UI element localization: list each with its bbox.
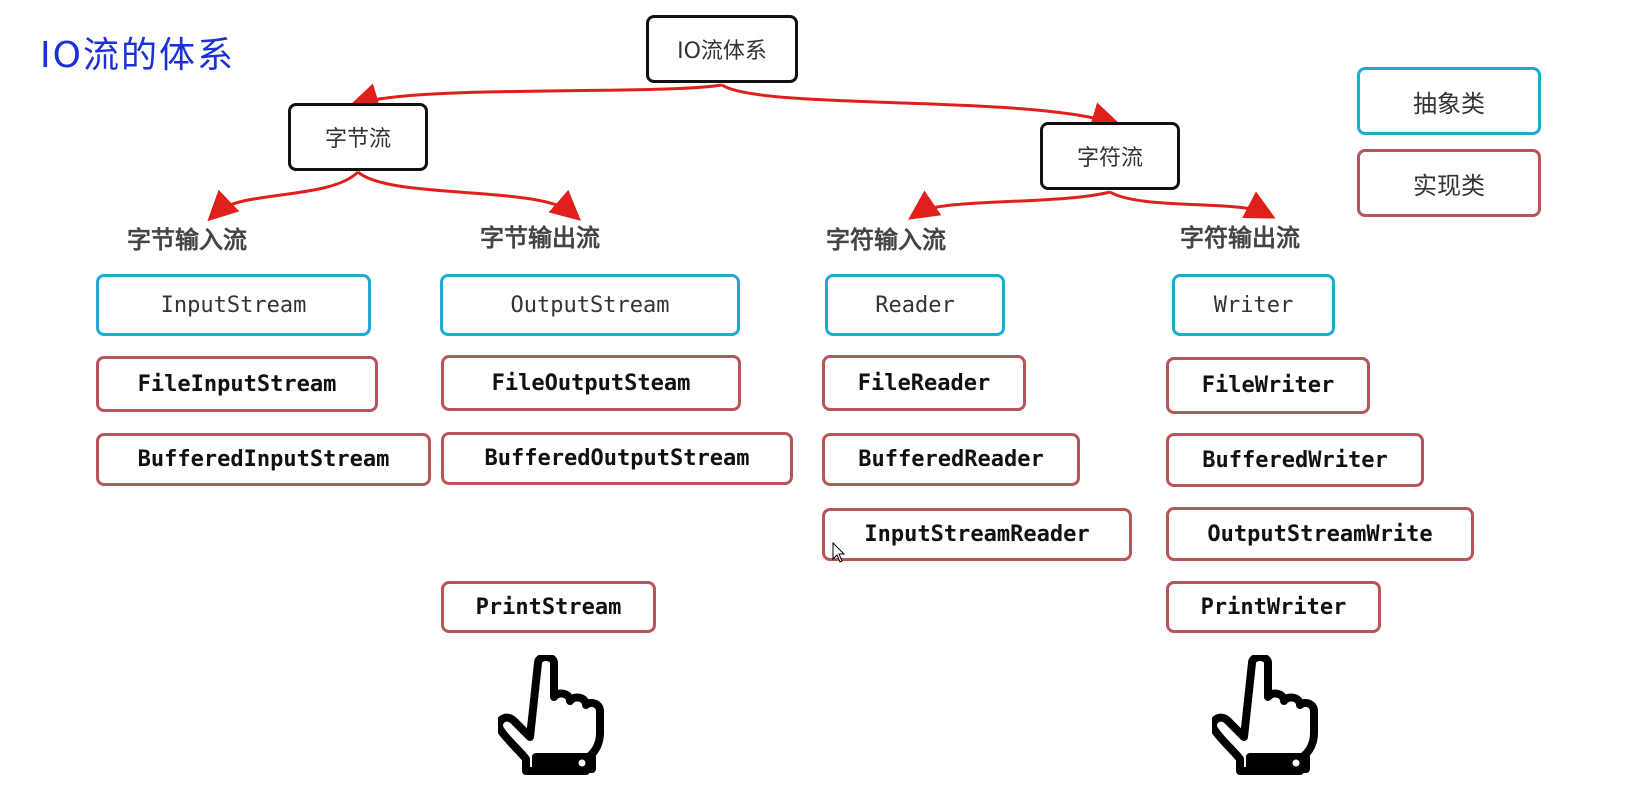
legend-abstract: 抽象类 <box>1357 67 1541 135</box>
heading-char-input: 字符输入流 <box>826 226 946 254</box>
arrow-byte-to-output <box>357 170 582 221</box>
mouse-cursor-icon <box>832 542 846 563</box>
class-outputstream: OutputStream <box>440 274 740 336</box>
class-filewriter: FileWriter <box>1166 357 1370 414</box>
arrow-byte-to-input <box>207 170 360 222</box>
heading-byte-output: 字节输出流 <box>480 224 600 252</box>
page-title: IO流的体系 <box>40 35 235 76</box>
pointing-hand-icon <box>498 655 604 775</box>
class-inputstream: InputStream <box>96 274 371 336</box>
class-filereader: FileReader <box>822 355 1026 411</box>
byte-stream-node: 字节流 <box>288 103 428 171</box>
class-bufferedwriter: BufferedWriter <box>1166 433 1424 487</box>
heading-char-output: 字符输出流 <box>1180 224 1300 252</box>
class-outputstreamwrite: OutputStreamWrite <box>1166 507 1474 561</box>
class-reader: Reader <box>825 274 1005 336</box>
class-fileinputstream: FileInputStream <box>96 356 378 412</box>
root-node: IO流体系 <box>646 15 798 83</box>
class-bufferedreader: BufferedReader <box>822 433 1080 486</box>
class-writer: Writer <box>1172 274 1335 336</box>
arrow-char-to-output <box>1109 190 1276 219</box>
class-bufferedoutputstream: BufferedOutputStream <box>441 432 793 485</box>
char-stream-node: 字符流 <box>1040 122 1180 190</box>
heading-byte-input: 字节输入流 <box>127 226 247 254</box>
class-fileoutputsteam: FileOutputSteam <box>441 355 741 411</box>
legend-impl: 实现类 <box>1357 149 1541 217</box>
pointing-hand-icon <box>1212 655 1318 775</box>
arrow-root-to-byte <box>348 83 723 113</box>
arrow-root-to-char <box>721 83 1122 132</box>
class-printwriter: PrintWriter <box>1166 581 1381 633</box>
class-bufferedinputstream: BufferedInputStream <box>96 433 431 486</box>
class-printstream: PrintStream <box>441 581 656 633</box>
arrow-char-to-input <box>908 190 1111 220</box>
class-inputstreamreader: InputStreamReader <box>822 508 1132 561</box>
